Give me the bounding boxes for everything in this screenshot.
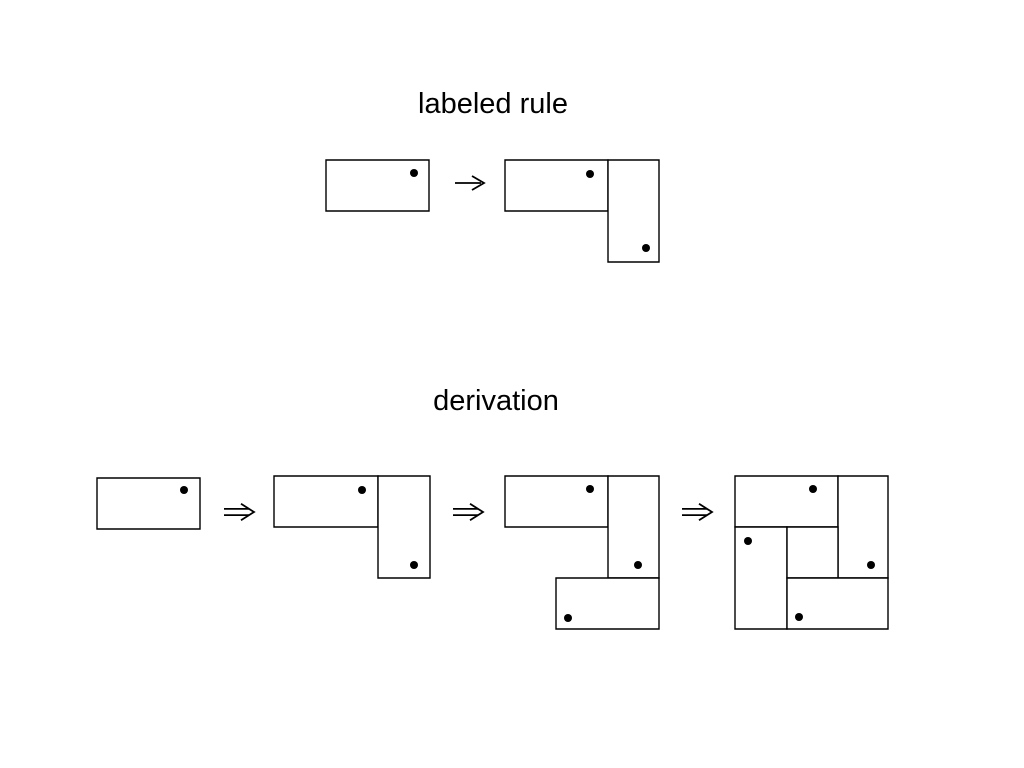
label-dot-a: [809, 485, 817, 493]
derivation-step-2: [274, 476, 430, 578]
labeled-rule-diagram: [326, 160, 659, 262]
derivation-diagram: [97, 476, 888, 629]
derivation-arrow-2-head: [469, 503, 485, 521]
derivation-arrow-3-head: [698, 503, 714, 521]
rect-right-vertical: [378, 476, 430, 578]
derivation-step-3: [505, 476, 659, 629]
rect-a: [326, 160, 429, 211]
label-dot-a: [358, 486, 366, 494]
label-dot-b: [867, 561, 875, 569]
rect-right-vertical: [838, 476, 888, 578]
section-title-derivation: derivation: [433, 385, 559, 417]
section-title-labeled-rule: labeled rule: [418, 88, 568, 120]
rect-top-left: [735, 476, 838, 527]
label-dot-c: [744, 537, 752, 545]
derivation-arrow-1: [224, 503, 256, 521]
rect-bottom: [556, 578, 659, 629]
rule-arrow: [455, 175, 486, 191]
derivation-step-4: [735, 476, 888, 629]
label-dot-a: [586, 485, 594, 493]
label-dot-b: [642, 244, 650, 252]
label-dot-a: [586, 170, 594, 178]
rect-a: [97, 478, 200, 529]
label-dot-c: [564, 614, 572, 622]
derivation-arrow-3: [682, 503, 714, 521]
rect-right-vertical: [608, 476, 659, 578]
rect-right-vertical: [608, 160, 659, 262]
label-dot-b: [410, 561, 418, 569]
label-dot-a: [180, 486, 188, 494]
rect-top-left: [274, 476, 378, 527]
label-dot-b: [634, 561, 642, 569]
rect-left-vertical: [735, 527, 787, 629]
single-rectangle: [326, 160, 429, 211]
derivation-step-1: [97, 478, 200, 529]
rule-arrow-head: [471, 175, 486, 191]
derivation-arrow-1-head: [240, 503, 256, 521]
rect-top-left: [505, 160, 608, 211]
label-dot-d: [795, 613, 803, 621]
derivation-arrow-2: [453, 503, 485, 521]
l-shape: [505, 160, 659, 262]
rect-center: [787, 527, 838, 578]
rect-bottom-right: [787, 578, 888, 629]
label-dot-a: [410, 169, 418, 177]
rect-top-left: [505, 476, 608, 527]
